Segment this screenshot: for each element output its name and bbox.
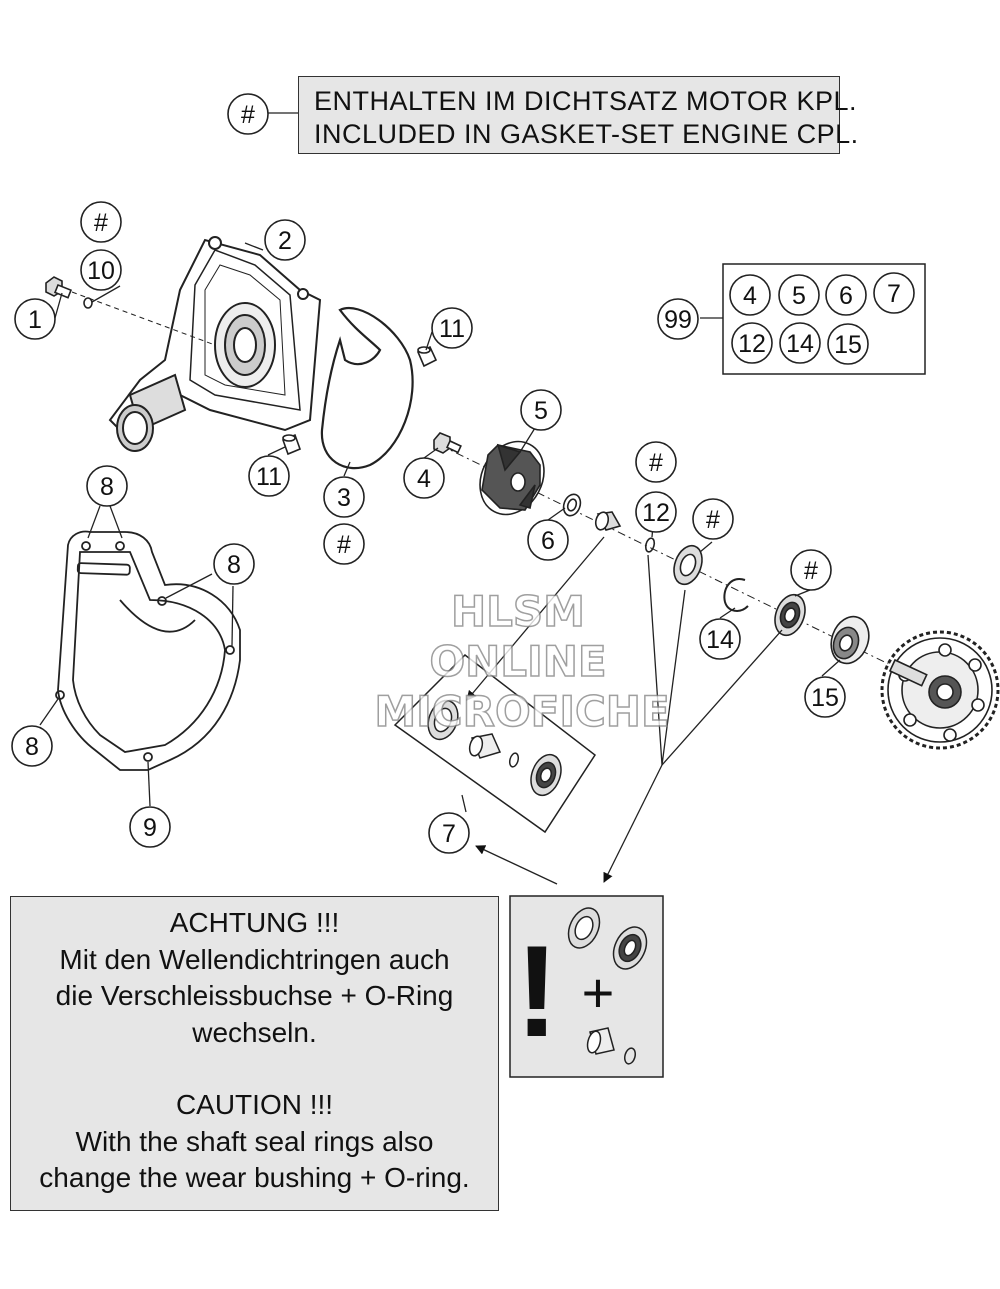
plus-sign: + — [582, 961, 615, 1024]
svg-text:15: 15 — [834, 331, 862, 359]
caution-title-de: ACHTUNG !!! — [169, 907, 340, 938]
svg-text:5: 5 — [792, 282, 806, 310]
callout-hash-3: # — [323, 523, 365, 565]
svg-text:8: 8 — [227, 551, 241, 579]
callout-6: 6 — [527, 519, 569, 561]
caution-text-en-1: With the shaft seal rings also — [75, 1125, 434, 1157]
svg-text:#: # — [94, 209, 108, 237]
impeller-part-5 — [479, 440, 545, 516]
ignition-cover-gasket — [55, 530, 241, 771]
caution-spacer — [11, 1051, 498, 1087]
bolt-part-1 — [45, 276, 93, 309]
svg-text:15: 15 — [811, 684, 839, 712]
caution-box: ACHTUNG !!! Mit den Wellendichtringen au… — [10, 896, 499, 1211]
legend-line-de: ENTHALTEN IM DICHTSATZ MOTOR KPL. — [314, 86, 858, 116]
gasket-part-3 — [320, 307, 414, 470]
service-kit-detail — [393, 654, 597, 834]
o-ring-part-12 — [644, 537, 656, 553]
svg-text:7: 7 — [887, 280, 901, 308]
kit-99-box: 4 5 6 7 12 14 15 — [722, 263, 926, 375]
callout-8-top: 8 — [86, 465, 128, 507]
svg-text:3: 3 — [337, 484, 351, 512]
callout-4: 4 — [403, 457, 445, 499]
svg-text:#: # — [804, 557, 818, 585]
svg-text:#: # — [706, 506, 720, 534]
legend-box: ENTHALTEN IM DICHTSATZ MOTOR KPL. INCLUD… — [298, 76, 859, 154]
svg-text:HLSM: HLSM — [451, 587, 585, 636]
notice-box: ! + — [509, 895, 664, 1078]
callout-1: 1 — [14, 298, 56, 340]
callout-hash-seal-2: # — [790, 549, 832, 591]
bushing-part-7 — [594, 511, 622, 531]
caution-text-de-2: die Verschleissbuchse + O-Ring — [55, 980, 454, 1011]
svg-text:#: # — [649, 449, 663, 477]
svg-text:6: 6 — [839, 282, 853, 310]
svg-text:11: 11 — [256, 463, 282, 491]
callout-hash-12: # — [635, 441, 677, 483]
caution-text-de-3: wechseln. — [192, 1016, 317, 1048]
callout-11-top: 11 — [431, 307, 473, 349]
callout-hash-seal: # — [692, 498, 734, 540]
callout-2: 2 — [264, 219, 306, 261]
circlip-part-14 — [723, 578, 749, 612]
svg-text:14: 14 — [786, 330, 814, 358]
callout-11-bottom: 11 — [248, 455, 290, 497]
callout-10: 10 — [80, 249, 122, 291]
svg-text:12: 12 — [738, 330, 766, 358]
svg-text:7: 7 — [442, 820, 456, 848]
svg-text:8: 8 — [25, 733, 39, 761]
callout-hash-10: # — [80, 201, 122, 243]
caution-title-en: CAUTION !!! — [175, 1089, 334, 1120]
watermark: HLSM ONLINE MICROFICHE — [374, 586, 671, 737]
bearing-part-15 — [830, 615, 870, 665]
pump-gear — [880, 630, 1000, 750]
svg-text:99: 99 — [664, 306, 692, 334]
caution-text-en-2: change the wear bushing + O-ring. — [39, 1162, 470, 1193]
svg-text:9: 9 — [143, 814, 157, 842]
screw-part-4 — [433, 432, 462, 454]
svg-text:2: 2 — [278, 227, 292, 255]
callout-8-right: 8 — [213, 543, 255, 585]
seal-ring-2 — [774, 593, 806, 637]
callout-15: 15 — [804, 676, 846, 718]
callout-9: 9 — [129, 806, 171, 848]
exclamation-icon: ! — [515, 918, 558, 1064]
svg-text:6: 6 — [541, 527, 555, 555]
washer-part-6 — [562, 493, 582, 517]
callout-3: 3 — [323, 476, 365, 518]
svg-text:11: 11 — [439, 315, 465, 343]
svg-text:10: 10 — [87, 257, 115, 285]
leader-lines — [39, 112, 841, 885]
svg-text:5: 5 — [534, 397, 548, 425]
svg-text:14: 14 — [706, 626, 734, 654]
svg-text:8: 8 — [100, 473, 114, 501]
callout-14: 14 — [699, 618, 741, 660]
seal-ring — [673, 544, 703, 586]
callout-8-left: 8 — [11, 725, 53, 767]
callout-5: 5 — [520, 389, 562, 431]
callout-7: 7 — [428, 812, 470, 854]
svg-text:1: 1 — [28, 306, 42, 334]
svg-text:#: # — [337, 531, 351, 559]
svg-text:#: # — [241, 101, 255, 129]
svg-text:4: 4 — [417, 465, 431, 493]
callout-kit-99: 99 — [657, 298, 699, 340]
svg-text:12: 12 — [642, 499, 670, 527]
svg-text:MICROFICHE: MICROFICHE — [374, 687, 669, 736]
svg-text:ONLINE: ONLINE — [429, 637, 606, 686]
callout-12: 12 — [635, 491, 677, 533]
water-pump-cover — [108, 236, 322, 452]
caution-text-de-1: Mit den Wellendichtringen auch — [59, 943, 450, 975]
legend-line-en: INCLUDED IN GASKET-SET ENGINE CPL. — [314, 119, 859, 149]
callout-legend-hash: # — [227, 93, 269, 135]
svg-text:4: 4 — [743, 282, 757, 310]
